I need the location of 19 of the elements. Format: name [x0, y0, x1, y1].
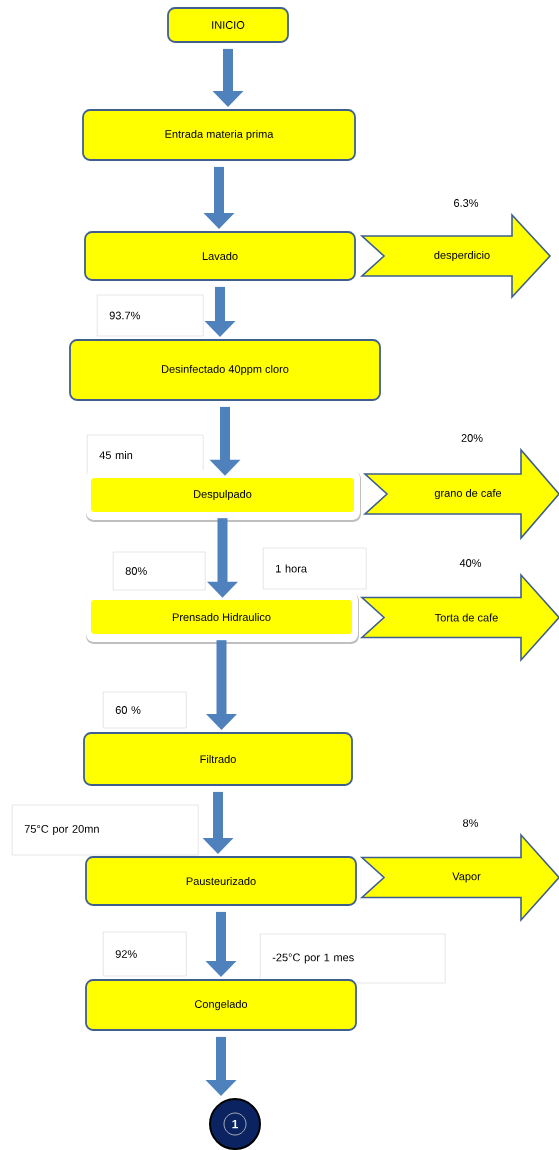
process-box: INICIO [167, 7, 289, 43]
note-box: -25°C por 1 mes [260, 933, 446, 984]
process-box: Congelado [85, 979, 357, 1031]
process-box: Desinfectado 40ppm cloro [69, 339, 381, 401]
percent-label: 20% [461, 434, 483, 442]
note-box: 1 hora [263, 547, 367, 590]
note-box: 93.7% [97, 294, 204, 337]
percent-label: 6.3% [454, 199, 479, 207]
process-box: Lavado [84, 231, 356, 281]
note-box: 45 min [87, 434, 204, 476]
percent-label: 40% [459, 559, 482, 567]
process-box: Entrada materia prima [82, 109, 356, 161]
note-box: 60 % [103, 691, 187, 729]
note-box: 92% [103, 931, 187, 977]
percent-label: 8% [463, 819, 479, 827]
note-box: 75°C por 20mn [12, 804, 199, 856]
process-box: Pausteurizado [85, 856, 357, 906]
note-box: 80% [113, 551, 206, 591]
process-box: Filtrado [83, 732, 353, 786]
